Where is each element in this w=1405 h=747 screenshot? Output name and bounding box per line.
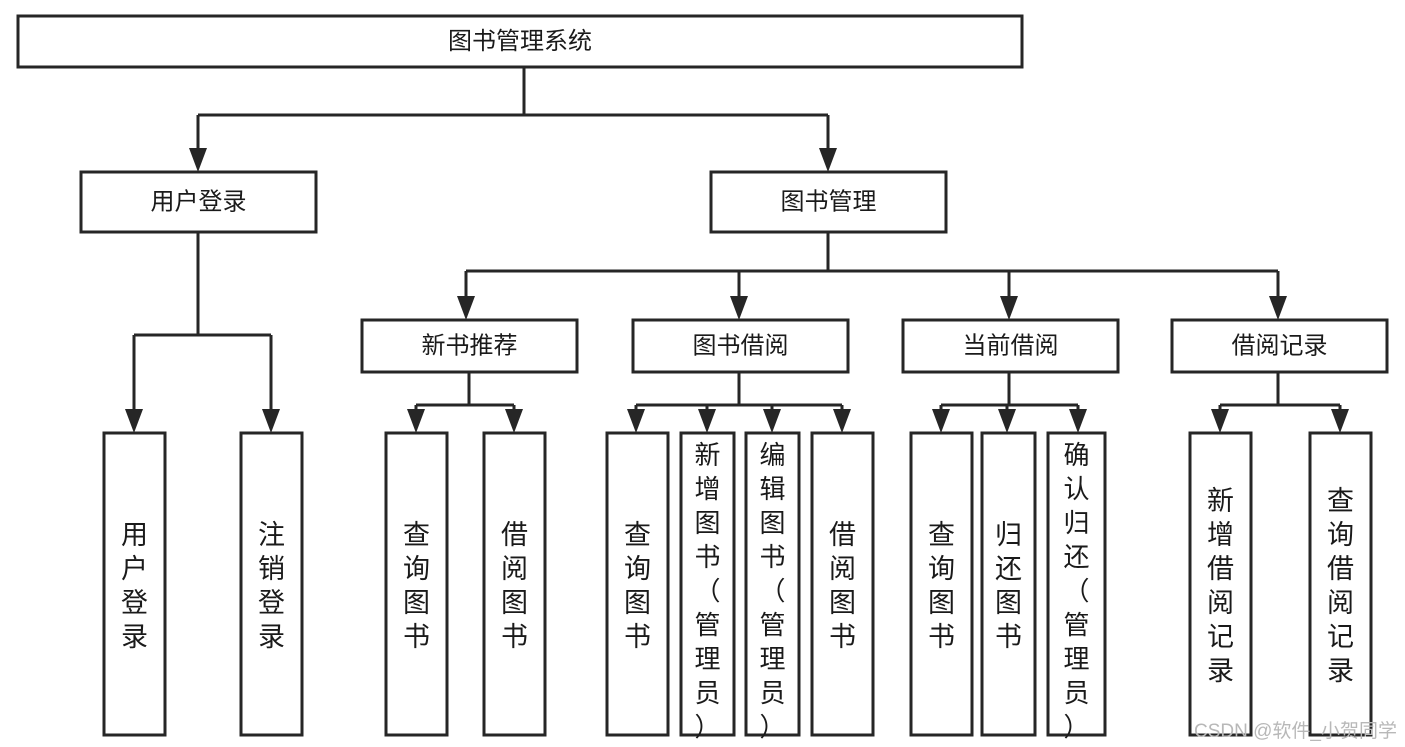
node-label: 用户登录: [121, 520, 148, 652]
arrow-head-icon: [698, 409, 716, 433]
arrow-head-icon: [998, 409, 1016, 433]
node-box: [239, 431, 304, 737]
node-label: 确认归还（管理员）: [1063, 440, 1089, 742]
node-box: [16, 14, 1024, 69]
node-box: [605, 431, 670, 737]
arrow-head-icon: [457, 296, 475, 320]
node-label: 借阅图书: [829, 520, 856, 652]
connector-root-to-level1: [196, 67, 830, 150]
node-box: [679, 431, 736, 737]
node-leaf-7[interactable]: 借阅图书: [810, 431, 875, 737]
connector-login-to-leaves: [132, 232, 273, 411]
node-label: 用户登录: [151, 188, 247, 215]
node-label: 查询图书: [403, 520, 430, 652]
connector-line: [414, 372, 516, 411]
connector-line: [196, 67, 830, 150]
node-root[interactable]: 图书管理系统: [16, 14, 1024, 69]
arrow-head-icon: [125, 409, 143, 433]
node-leaf-2[interactable]: 查询图书: [384, 431, 449, 737]
node-label: 查询借阅记录: [1327, 486, 1354, 686]
node-level2-3[interactable]: 借阅记录: [1170, 318, 1389, 374]
node-box: [744, 431, 801, 737]
arrow-head-icon: [1331, 409, 1349, 433]
node-box: [1170, 318, 1389, 374]
arrow-head-icon: [1000, 296, 1018, 320]
node-level2-0[interactable]: 新书推荐: [360, 318, 579, 374]
node-label: 图书管理系统: [448, 28, 592, 55]
node-leaf-10[interactable]: 确认归还（管理员）: [1046, 431, 1107, 742]
node-box: [980, 431, 1037, 737]
arrow-head-icon: [262, 409, 280, 433]
node-leaf-9[interactable]: 归还图书: [980, 431, 1037, 737]
node-leaf-5[interactable]: 新增图书（管理员）: [679, 431, 736, 742]
arrow-head-icon: [407, 409, 425, 433]
node-label: 归还图书: [995, 520, 1022, 652]
connector-line: [634, 372, 844, 411]
arrow-head-icon: [833, 409, 851, 433]
node-box: [1188, 431, 1253, 737]
node-leaf-11[interactable]: 新增借阅记录: [1188, 431, 1253, 737]
connector-records-to-leaves: [1218, 372, 1342, 411]
node-box: [384, 431, 449, 737]
node-level1-1[interactable]: 图书管理: [709, 170, 948, 234]
node-level1-0[interactable]: 用户登录: [79, 170, 318, 234]
node-box: [482, 431, 547, 737]
node-label: 图书借阅: [693, 332, 789, 359]
arrow-head-icon: [1069, 409, 1087, 433]
connector-line: [939, 372, 1080, 411]
node-layer: 图书管理系统用户登录图书管理新书推荐图书借阅当前借阅借阅记录用户登录注销登录查询…: [16, 14, 1389, 742]
node-level2-1[interactable]: 图书借阅: [631, 318, 850, 374]
node-box: [901, 318, 1120, 374]
connector-line: [132, 232, 273, 411]
node-label: 查询图书: [928, 520, 955, 652]
arrow-head-icon: [1269, 296, 1287, 320]
connector-layer: [125, 67, 1349, 433]
connector-borrow-to-leaves: [634, 372, 844, 411]
node-box: [631, 318, 850, 374]
node-label: 新书推荐: [422, 332, 518, 359]
node-box: [909, 431, 974, 737]
arrow-head-icon: [627, 409, 645, 433]
node-box: [360, 318, 579, 374]
connector-newbooks-to-leaves: [414, 372, 516, 411]
node-box: [1046, 431, 1107, 737]
node-box: [810, 431, 875, 737]
node-level2-2[interactable]: 当前借阅: [901, 318, 1120, 374]
connector-bookmgmt-to-level2: [464, 232, 1280, 298]
node-leaf-6[interactable]: 编辑图书（管理员）: [744, 431, 801, 742]
node-leaf-0[interactable]: 用户登录: [102, 431, 167, 737]
arrow-head-icon: [819, 148, 837, 172]
node-leaf-4[interactable]: 查询图书: [605, 431, 670, 737]
node-label: 图书管理: [781, 188, 877, 215]
node-box: [709, 170, 948, 234]
arrow-head-icon: [730, 296, 748, 320]
connector-current-to-leaves: [939, 372, 1080, 411]
node-leaf-3[interactable]: 借阅图书: [482, 431, 547, 737]
connector-line: [1218, 372, 1342, 411]
arrow-head-icon: [932, 409, 950, 433]
node-label: 注销登录: [258, 520, 285, 652]
arrow-head-icon: [1211, 409, 1229, 433]
arrow-head-icon: [189, 148, 207, 172]
connector-line: [464, 232, 1280, 298]
node-box: [1308, 431, 1373, 737]
node-label: 新增借阅记录: [1207, 486, 1234, 686]
node-leaf-1[interactable]: 注销登录: [239, 431, 304, 737]
node-label: 借阅图书: [501, 520, 528, 652]
node-label: 新增图书（管理员）: [694, 440, 720, 742]
node-label: 编辑图书（管理员）: [759, 440, 785, 742]
arrow-head-icon: [763, 409, 781, 433]
node-label: 查询图书: [624, 520, 651, 652]
arrow-head-icon: [505, 409, 523, 433]
node-label: 借阅记录: [1232, 332, 1328, 359]
watermark-text: CSDN @软件_小贺同学: [1194, 721, 1397, 742]
node-label: 当前借阅: [963, 332, 1059, 359]
node-leaf-12[interactable]: 查询借阅记录: [1308, 431, 1373, 737]
node-box: [79, 170, 318, 234]
node-box: [102, 431, 167, 737]
node-leaf-8[interactable]: 查询图书: [909, 431, 974, 737]
